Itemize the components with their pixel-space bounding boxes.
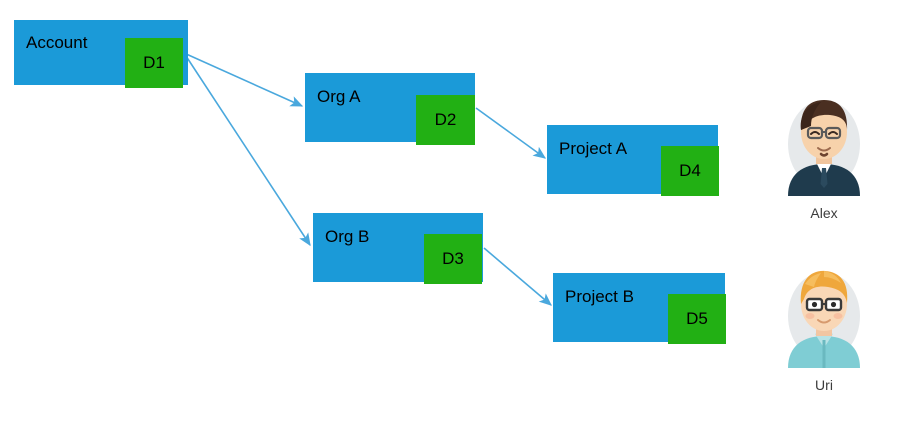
- node-account-label: Account: [26, 33, 88, 52]
- person-alex[interactable]: Alex: [778, 90, 870, 221]
- person-uri[interactable]: Uri: [778, 262, 870, 393]
- badge-d2[interactable]: D2: [416, 95, 475, 145]
- edge-org-b-to-project-b: [483, 247, 552, 306]
- badge-d1[interactable]: D1: [125, 38, 183, 88]
- avatar-alex-icon: [788, 100, 860, 196]
- node-project-b-label: Project B: [565, 287, 634, 306]
- edge-org-a-to-project-a: [475, 107, 547, 159]
- badge-d4[interactable]: D4: [661, 146, 719, 196]
- node-org-b-label: Org B: [325, 227, 370, 246]
- avatar-uri-icon: [788, 270, 860, 368]
- badge-d5[interactable]: D5: [668, 294, 726, 344]
- edge-account-to-org-a: [183, 52, 304, 107]
- person-uri-name: Uri: [815, 377, 833, 393]
- node-org-a-label: Org A: [317, 87, 361, 106]
- node-project-a-label: Project A: [559, 139, 628, 158]
- edge-account-to-org-b: [183, 52, 311, 247]
- person-alex-name: Alex: [810, 205, 838, 221]
- badge-d3[interactable]: D3: [424, 234, 482, 284]
